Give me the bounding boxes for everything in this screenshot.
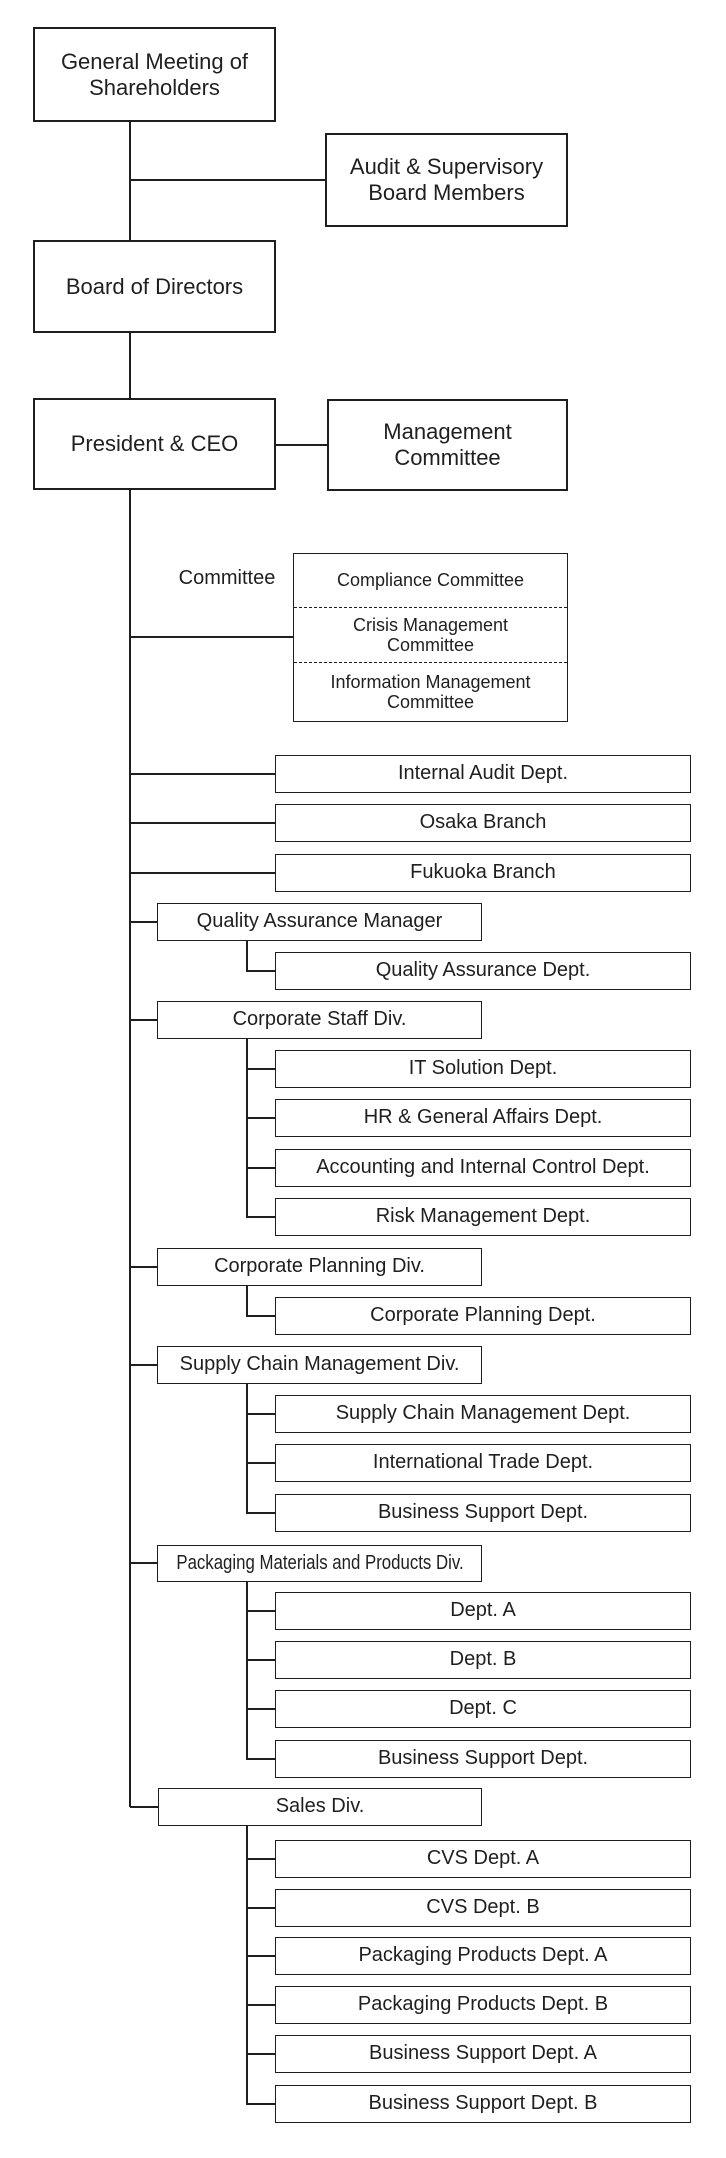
node-compliance-committee: Compliance Committee xyxy=(336,570,525,591)
node-audit-supervisory: Audit & Supervisory Board Members xyxy=(325,133,568,227)
node-corporate-planning-div: Corporate Planning Div. xyxy=(157,1248,482,1286)
subtrunk-line xyxy=(246,1039,248,1218)
subtrunk-line xyxy=(246,941,248,972)
stub-line xyxy=(246,2053,275,2055)
subtrunk-line xyxy=(246,1384,248,1514)
node-president-ceo: President & CEO xyxy=(33,398,276,490)
node-supply-chain-management-div: Supply Chain Management Div. xyxy=(157,1346,482,1384)
stub-line xyxy=(246,1955,275,1957)
stub-line xyxy=(246,2103,275,2105)
connector-line xyxy=(130,1266,158,1268)
node-business-support-dept-sales-b: Business Support Dept. B xyxy=(275,2085,691,2123)
stub-line xyxy=(246,970,275,972)
node-dept-c: Dept. C xyxy=(275,1690,691,1728)
committee-group-box: Compliance Committee Crisis Management C… xyxy=(293,553,568,722)
connector-line xyxy=(130,1562,158,1564)
node-dept-a: Dept. A xyxy=(275,1592,691,1630)
committee-label: Committee xyxy=(178,567,276,589)
stub-line xyxy=(246,1858,275,1860)
connector-line xyxy=(130,1364,158,1366)
node-accounting-internal-control-dept: Accounting and Internal Control Dept. xyxy=(275,1149,691,1187)
connector-line xyxy=(130,636,293,638)
connector-line xyxy=(130,872,275,874)
stub-line xyxy=(246,1659,275,1661)
stub-line xyxy=(246,1315,275,1317)
node-packaging-products-dept-a: Packaging Products Dept. A xyxy=(275,1937,691,1975)
node-packaging-materials-products-div: Packaging Materials and Products Div. xyxy=(157,1545,482,1582)
connector-line xyxy=(130,179,325,181)
node-business-support-dept-sales-a: Business Support Dept. A xyxy=(275,2035,691,2073)
node-cvs-dept-a: CVS Dept. A xyxy=(275,1840,691,1878)
subtrunk-line xyxy=(246,1826,248,2105)
subtrunk-line xyxy=(246,1286,248,1317)
node-supply-chain-management-dept: Supply Chain Management Dept. xyxy=(275,1395,691,1433)
connector-line xyxy=(130,1806,159,1808)
stub-line xyxy=(246,1512,275,1514)
stub-line xyxy=(246,1068,275,1070)
connector-line xyxy=(130,822,275,824)
stub-line xyxy=(246,1117,275,1119)
connector-line xyxy=(130,773,275,775)
stub-line xyxy=(246,1462,275,1464)
node-fukuoka-branch: Fukuoka Branch xyxy=(275,854,691,892)
node-sales-div: Sales Div. xyxy=(158,1788,482,1826)
stub-line xyxy=(246,1758,275,1760)
node-risk-management-dept: Risk Management Dept. xyxy=(275,1198,691,1236)
stub-line xyxy=(246,1708,275,1710)
node-crisis-management-committee: Crisis Management Committee xyxy=(294,606,567,663)
connector-line xyxy=(130,921,158,923)
node-general-meeting: General Meeting of Shareholders xyxy=(33,27,276,122)
connector-line xyxy=(276,444,327,446)
node-international-trade-dept: International Trade Dept. xyxy=(275,1444,691,1482)
stub-line xyxy=(246,1167,275,1169)
stub-line xyxy=(246,1907,275,1909)
connector-line xyxy=(130,1019,158,1021)
node-business-support-dept-scm: Business Support Dept. xyxy=(275,1494,691,1532)
trunk-line xyxy=(129,122,131,240)
trunk-line xyxy=(129,490,131,1807)
node-business-support-dept-pkg: Business Support Dept. xyxy=(275,1740,691,1778)
node-osaka-branch: Osaka Branch xyxy=(275,804,691,842)
node-management-committee: Management Committee xyxy=(327,399,568,491)
stub-line xyxy=(246,1413,275,1415)
node-quality-assurance-dept: Quality Assurance Dept. xyxy=(275,952,691,990)
node-packaging-products-dept-b: Packaging Products Dept. B xyxy=(275,1986,691,2024)
trunk-line xyxy=(129,333,131,398)
node-quality-assurance-manager: Quality Assurance Manager xyxy=(157,903,482,941)
node-dept-b: Dept. B xyxy=(275,1641,691,1679)
stub-line xyxy=(246,1216,275,1218)
stub-line xyxy=(246,1610,275,1612)
node-cvs-dept-b: CVS Dept. B xyxy=(275,1889,691,1927)
node-internal-audit-dept: Internal Audit Dept. xyxy=(275,755,691,793)
node-corporate-planning-dept: Corporate Planning Dept. xyxy=(275,1297,691,1335)
division-label: Packaging Materials and Products Div. xyxy=(175,1551,464,1574)
node-corporate-staff-div: Corporate Staff Div. xyxy=(157,1001,482,1039)
node-board-of-directors: Board of Directors xyxy=(33,240,276,333)
node-information-management-committee: Information Management Committee xyxy=(294,662,567,721)
stub-line xyxy=(246,2004,275,2006)
node-it-solution-dept: IT Solution Dept. xyxy=(275,1050,691,1088)
node-hr-general-affairs-dept: HR & General Affairs Dept. xyxy=(275,1099,691,1137)
subtrunk-line xyxy=(246,1582,248,1760)
